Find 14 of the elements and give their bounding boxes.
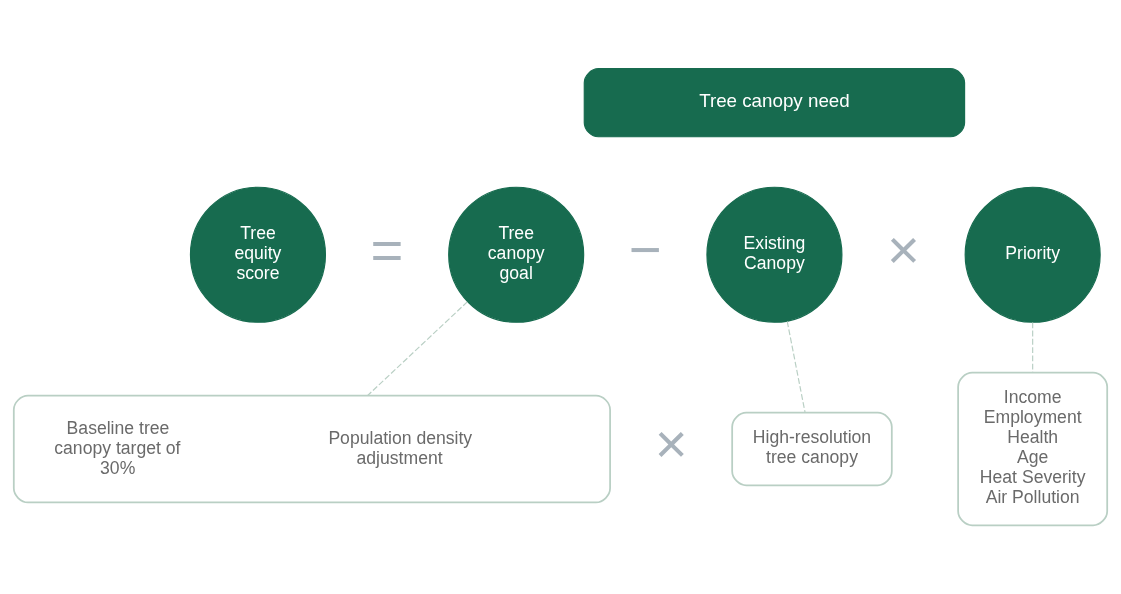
node-box: Income Employment Health Age Heat Severity Air Pollution	[957, 371, 1109, 527]
node-box: Tree canopy need	[583, 68, 966, 138]
connector	[367, 301, 468, 397]
node-circle: Tree canopy goal	[448, 186, 585, 323]
node-box: Baseline tree canopy target of 30% Population density adjustment	[12, 394, 611, 504]
label: −	[628, 217, 662, 281]
node-circle: Tree equity score	[189, 186, 327, 323]
node-circle: Existing Canopy	[706, 186, 843, 323]
label: =	[370, 217, 404, 281]
label: ×	[887, 217, 920, 281]
connector	[786, 320, 806, 413]
node-box: High-resolution tree canopy	[731, 411, 893, 487]
label: ×	[654, 411, 688, 475]
node-circle: Priority	[964, 186, 1101, 323]
